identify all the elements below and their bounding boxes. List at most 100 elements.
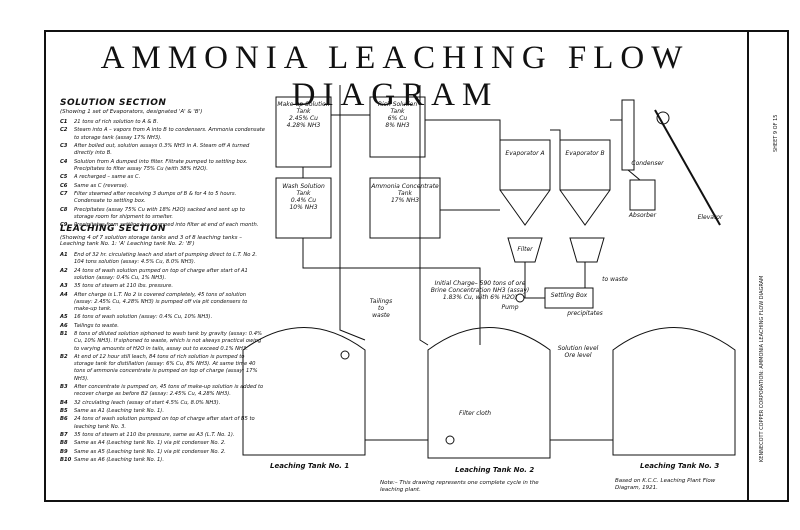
legend-code: C9: [60, 222, 68, 229]
rich-tank-label: Rich Solution Tank 6% Cu 8% NH3: [377, 101, 418, 129]
legend-code: A5: [60, 314, 68, 321]
solution-section-sub: (Showing 1 set of Evaporators, designate…: [60, 109, 203, 115]
evaporator-b-label: Evaporator B: [565, 150, 605, 157]
precipitates-label: precipitates: [567, 310, 603, 317]
concentrate-tank-shape: [369, 177, 441, 239]
legend-row: A5 16 tons of wash solution (assay: 0.4% …: [60, 314, 265, 321]
basis-note: Based on K.C.C. Leaching Plant Flow Diag…: [615, 478, 716, 491]
legend-code: B1: [60, 331, 68, 338]
legend-row: C2 Steam into A – vapors from A into B to…: [60, 127, 265, 141]
evaporator-a-cone: [499, 189, 551, 226]
pump-icon: [515, 293, 525, 303]
legend-row: B1 8 tons of diluted solution siphoned to…: [60, 331, 265, 353]
elevator-label: Elevator: [697, 214, 723, 221]
legend-code: B10: [60, 457, 72, 464]
legend-text: Precipitates (assay 75% Cu with 18% H2O)…: [74, 206, 245, 220]
pump-icon-2: [340, 350, 350, 360]
legend-text: 8 tons of diluted solution siphoned to w…: [74, 331, 262, 352]
filter-cloth-label: Filter cloth: [459, 410, 491, 417]
legend-text: Same as A6 (Leaching tank No. 1).: [74, 457, 164, 464]
legend-code: A4: [60, 291, 68, 298]
filter-a-shape: [507, 237, 543, 263]
legend-text: A recharged – same as C.: [74, 174, 141, 181]
diagram-title: AMMONIA LEACHING FLOW DIAGRAM: [100, 40, 690, 113]
makeup-tank-label: Make-up Solution Tank 2.45% Cu 4.28% NH3: [277, 101, 330, 129]
legend-code: B9: [60, 448, 68, 455]
pump-icon-3: [445, 435, 455, 445]
legend-code: C3: [60, 142, 68, 149]
solution-level-label: Solution level Ore level: [557, 345, 599, 359]
pipe-filter-settling: [524, 262, 545, 299]
evaporator-b-cone: [559, 189, 611, 226]
title-block: KENNECOTT COPPER CORPORATION: AMMONIA LE…: [749, 30, 789, 502]
leach-tank-1-caption: Leaching Tank No. 1: [270, 462, 350, 470]
evaporator-b-shape: [559, 139, 611, 191]
legend-code: A6: [60, 322, 68, 329]
pipe-evap-link: [550, 129, 561, 145]
to-waste-label: to waste: [602, 276, 628, 283]
legend-text: Filter steamed after receiving 3 dumps o…: [74, 190, 237, 205]
solution-legend: C1 21 tons of rich solution to A & B. C2 St…: [60, 119, 265, 231]
legend-text: Solution from A dumped into filter. Filt…: [74, 158, 248, 172]
legend-code: B2: [60, 353, 68, 360]
filter-b-shape: [569, 237, 605, 263]
legend-code: B5: [60, 407, 68, 414]
wash-tank-label: Wash Solution Tank 0.4% Cu 10% NH3: [282, 183, 325, 211]
legend-code: C6: [60, 182, 68, 189]
pump-label: Pump: [501, 304, 519, 311]
legend-text: 16 tons of wash solution (assay: 0.4% Cu…: [74, 314, 213, 321]
legend-code: A2: [60, 267, 68, 274]
legend-code: C5: [60, 174, 68, 181]
legend-code: C2: [60, 127, 68, 134]
legend-text: 24 tons of wash solution pumped on top o…: [74, 416, 255, 430]
legend-code: C1: [60, 119, 68, 125]
pipe-a4: [339, 85, 366, 341]
legend-row: C5 A recharged – same as C.: [60, 174, 265, 181]
pipe-rich-to-evap: [425, 119, 501, 140]
pipe-absorber: [627, 169, 641, 181]
elevator-shape: [654, 109, 721, 226]
leach-tank-2-caption: Leaching Tank No. 2: [455, 466, 535, 474]
concentrate-tank-label: Ammonia Concentrate Tank 17% NH3: [371, 183, 439, 204]
leach-tank-3-caption: Leaching Tank No. 3: [640, 462, 720, 470]
pipe-wash: [302, 238, 481, 345]
leaching-section-sub: (Showing 4 of 7 solution storage tanks a…: [60, 235, 243, 247]
evaporator-a-label: Evaporator A: [505, 150, 545, 157]
condenser-label: Condenser: [631, 160, 664, 167]
legend-row: A4 After charge is L.T. No 2 is covered c…: [60, 292, 265, 314]
legend-text: After charge is L.T. No 2 is covered com…: [74, 291, 248, 312]
legend-text: 24 tons of wash solution pumped on top o…: [74, 267, 248, 281]
legend-code: C4: [60, 158, 68, 165]
legend-text: Same as A5 (Leaching tank No. 1) via pit…: [74, 448, 226, 455]
legend-row: B5 Same as A1 (Leaching tank No. 1).: [60, 408, 265, 415]
legend-text: Steam into A – vapors from A into B to c…: [74, 127, 266, 141]
solution-section-heading: SOLUTION SECTION: [60, 98, 167, 108]
legend-row: C8 Precipitates (assay 75% Cu with 18% H2…: [60, 207, 265, 221]
legend-text: Same as A1 (Leaching tank No. 1).: [74, 407, 164, 414]
legend-code: C8: [60, 206, 68, 213]
absorber-label: Absorber: [628, 212, 657, 219]
legend-text: Tailings to waste.: [74, 322, 119, 329]
legend-code: A3: [60, 283, 68, 290]
legend-text: After boiled out, solution assays 0.3% N…: [74, 142, 250, 157]
legend-text: Same as C (reverse).: [74, 182, 129, 189]
legend-row: A6 Tailings to waste.: [60, 323, 265, 330]
legend-row: B9 Same as A5 (Leaching tank No. 1) via p…: [60, 449, 265, 456]
legend-text: 35 tons of steam at 110 lbs pressure, sa…: [74, 431, 235, 438]
legend-text: 21 tons of rich solution to A & B.: [74, 119, 159, 125]
leach-tank-3-shape: [612, 327, 736, 456]
legend-row: C6 Same as C (reverse).: [60, 183, 265, 190]
